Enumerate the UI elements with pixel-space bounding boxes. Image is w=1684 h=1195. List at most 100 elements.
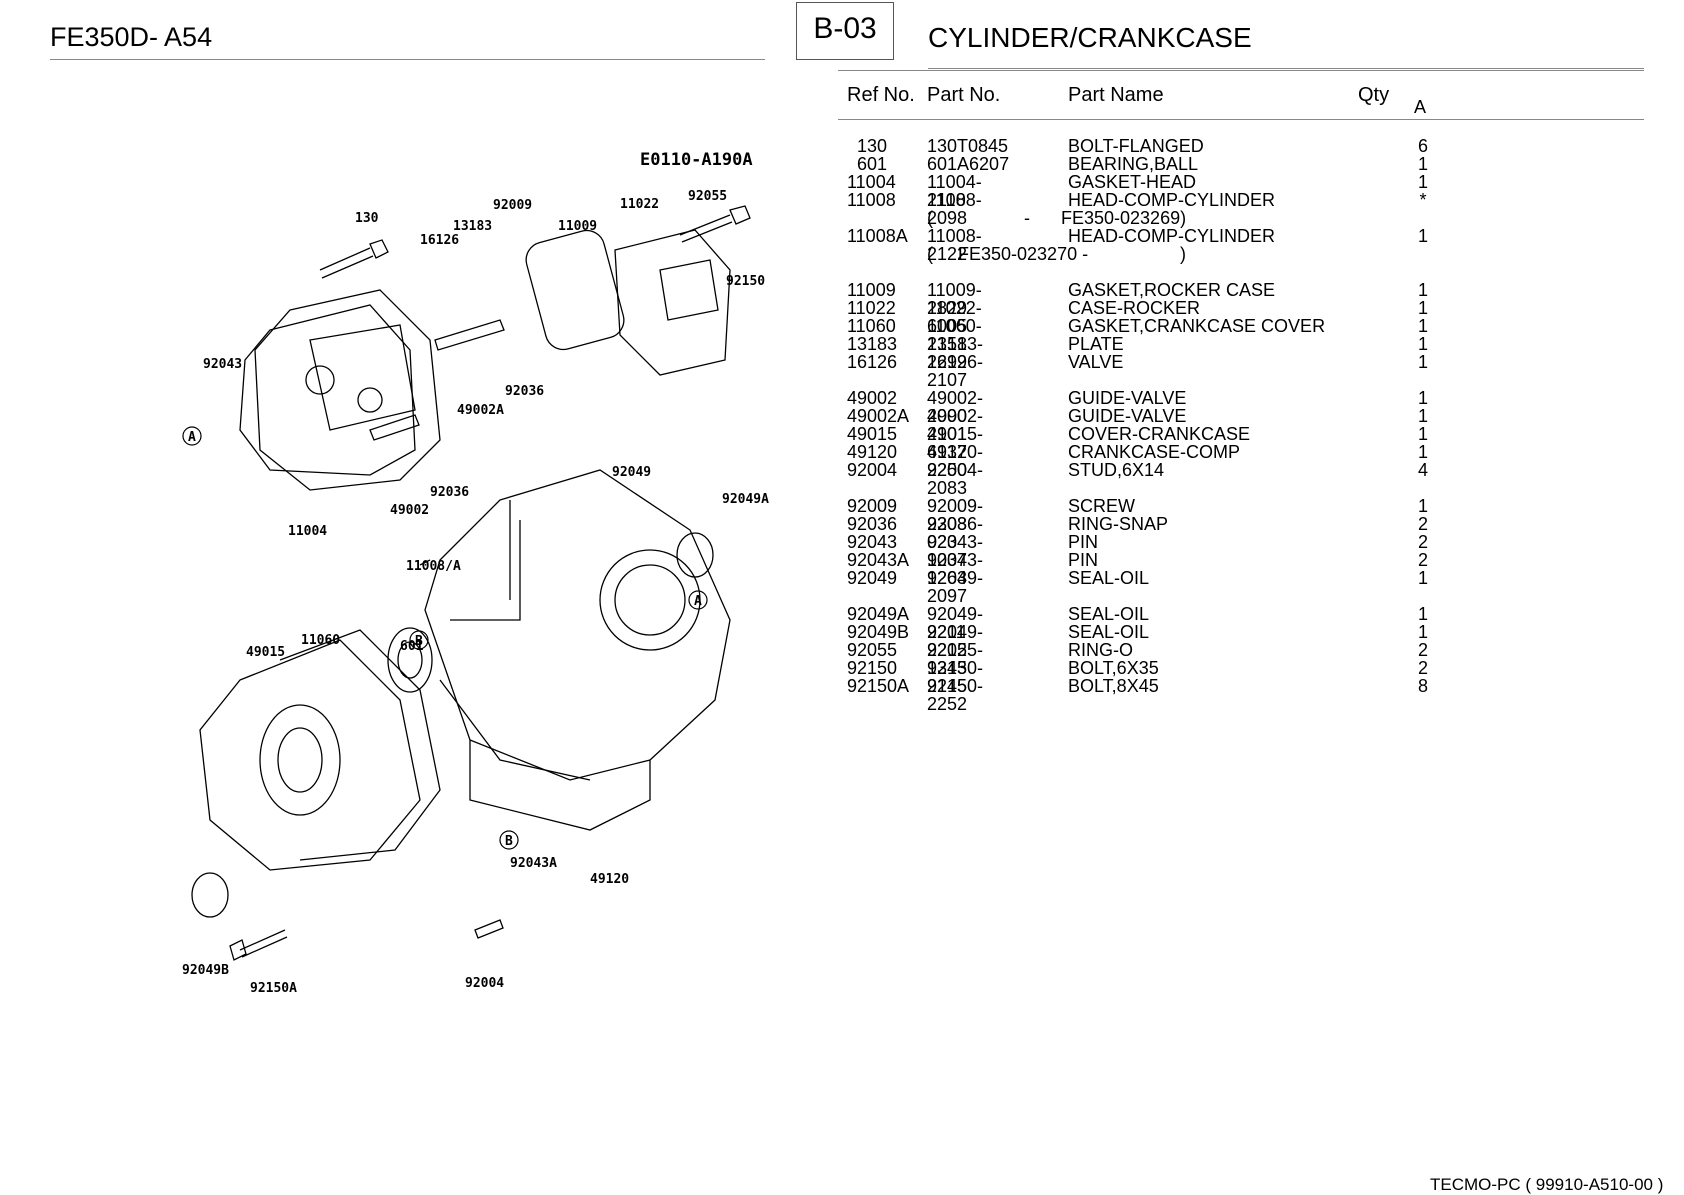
col-header-part: Part No. xyxy=(927,84,1001,106)
part-label: 92150A xyxy=(250,981,297,996)
ref-no: 11022 xyxy=(847,298,896,318)
rocker-gasket-drawing xyxy=(525,229,625,351)
part-name: GASKET,ROCKER CASE xyxy=(1068,280,1276,300)
part-no: 92009-2308 xyxy=(927,496,984,534)
exploded-parts-diagram: A A B B E0110-A190A 130 92009 11022 9205… xyxy=(182,150,769,996)
part-label: 92036 xyxy=(505,384,544,399)
ref-no: 13183 xyxy=(847,334,898,354)
part-name: BEARING,BALL xyxy=(1068,154,1199,174)
serial-note: ( FE350-023270 - xyxy=(927,244,1089,264)
divider xyxy=(838,70,1644,71)
part-label: 13183 xyxy=(453,219,492,234)
cylinder-head-drawing xyxy=(254,289,441,491)
qty: 1 xyxy=(1417,316,1428,336)
part-name: SEAL-OIL xyxy=(1068,604,1150,624)
bolt-drawing xyxy=(319,239,389,279)
part-label: 11060 xyxy=(301,633,340,648)
qty: 1 xyxy=(1417,352,1428,372)
part-name: BOLT,8X45 xyxy=(1068,676,1159,696)
qty: 1 xyxy=(1417,280,1428,300)
part-name: PLATE xyxy=(1068,334,1124,354)
part-name: RING-O xyxy=(1068,640,1133,660)
part-no: 92036-023 xyxy=(927,514,984,552)
serial-note: ) xyxy=(1180,244,1186,264)
callout-a: A xyxy=(188,430,196,445)
serial-note: - xyxy=(1024,208,1030,228)
part-name: SEAL-OIL xyxy=(1068,622,1150,642)
part-label: 11004 xyxy=(288,524,327,539)
bolt-drawing xyxy=(679,205,751,243)
part-name: VALVE xyxy=(1068,352,1124,372)
ref-no: 11009 xyxy=(847,280,896,300)
ref-no: 92009 xyxy=(847,496,898,516)
part-label: 49015 xyxy=(246,645,285,660)
qty: 1 xyxy=(1417,226,1428,246)
serial-note: ( xyxy=(927,208,933,228)
qty: 6 xyxy=(1417,136,1428,156)
divider xyxy=(50,59,765,60)
ref-no: 130 xyxy=(856,136,888,156)
part-no: 49120-2250 xyxy=(927,442,984,480)
part-name: CASE-ROCKER xyxy=(1068,298,1201,318)
callout-b: B xyxy=(505,834,513,849)
rocker-case-drawing xyxy=(614,229,731,376)
part-label: 49002 xyxy=(390,503,429,518)
qty: 8 xyxy=(1417,676,1428,696)
part-label: 92150 xyxy=(726,274,765,289)
ref-no: 11060 xyxy=(847,316,896,336)
ref-no: 49002 xyxy=(847,388,898,408)
part-label: 601 xyxy=(400,639,424,654)
part-name: BOLT,6X35 xyxy=(1068,658,1159,678)
ref-no: 92150 xyxy=(847,658,898,678)
col-header-name: Part Name xyxy=(1068,84,1164,106)
callout-b: B xyxy=(415,634,423,649)
part-label: 92049B xyxy=(182,963,229,978)
callout-circle xyxy=(499,830,519,850)
qty: 2 xyxy=(1417,658,1428,678)
part-no: 92049-2212 xyxy=(927,622,984,660)
part-no: 13183-2299 xyxy=(927,334,984,372)
part-label: 16126 xyxy=(420,233,459,248)
bearing-drawing xyxy=(387,627,433,693)
part-no: 49015-6137 xyxy=(927,424,984,462)
part-no: 11008-2122 xyxy=(927,226,982,264)
ref-no: 49120 xyxy=(847,442,898,462)
part-label: 92009 xyxy=(493,198,532,213)
part-name: HEAD-COMP-CYLINDER xyxy=(1068,190,1276,210)
qty: 1 xyxy=(1417,298,1428,318)
part-label: 92036 xyxy=(430,485,469,500)
part-name: GUIDE-VALVE xyxy=(1068,388,1187,408)
ref-no: 92150A xyxy=(847,676,910,696)
part-name: GUIDE-VALVE xyxy=(1068,406,1187,426)
ref-no: 11008 xyxy=(847,190,896,210)
qty: 1 xyxy=(1417,154,1428,174)
part-no: 49002-2090 xyxy=(927,388,984,426)
section-code: B-03 xyxy=(796,2,894,60)
part-no: 92049-2211 xyxy=(927,604,984,642)
divider xyxy=(928,68,1644,69)
part-no: 601A6207 xyxy=(927,154,1010,174)
part-label: 92049 xyxy=(612,465,651,480)
part-no: 16126-2107 xyxy=(927,352,984,390)
part-no: 49002-2101 xyxy=(927,406,984,444)
qty: 1 xyxy=(1417,334,1428,354)
callout-circle xyxy=(409,630,429,650)
col-header-a: A xyxy=(1414,97,1427,117)
qty: * xyxy=(1419,190,1427,210)
crankcase-drawing xyxy=(424,469,731,781)
ref-no: 92004 xyxy=(847,460,898,480)
ref-no: 49015 xyxy=(847,424,898,444)
ref-no: 92043 xyxy=(847,532,898,552)
ref-no: 92043A xyxy=(847,550,910,570)
part-no: 92043-1037 xyxy=(927,532,984,570)
footer-code: TECMO-PC ( 99910-A510-00 ) xyxy=(1430,1175,1664,1194)
section-title: CYLINDER/CRANKCASE xyxy=(928,22,1252,53)
valve-guide-drawing xyxy=(369,414,420,441)
serial-note: FE350-023269) xyxy=(1061,208,1187,228)
part-label: 92043 xyxy=(203,357,242,372)
model-title: FE350D- A54 xyxy=(50,22,213,52)
part-label: 130 xyxy=(355,211,379,226)
part-no: 92055-1343 xyxy=(927,640,984,678)
part-label: 92055 xyxy=(688,189,727,204)
bolt-drawing xyxy=(229,929,288,961)
